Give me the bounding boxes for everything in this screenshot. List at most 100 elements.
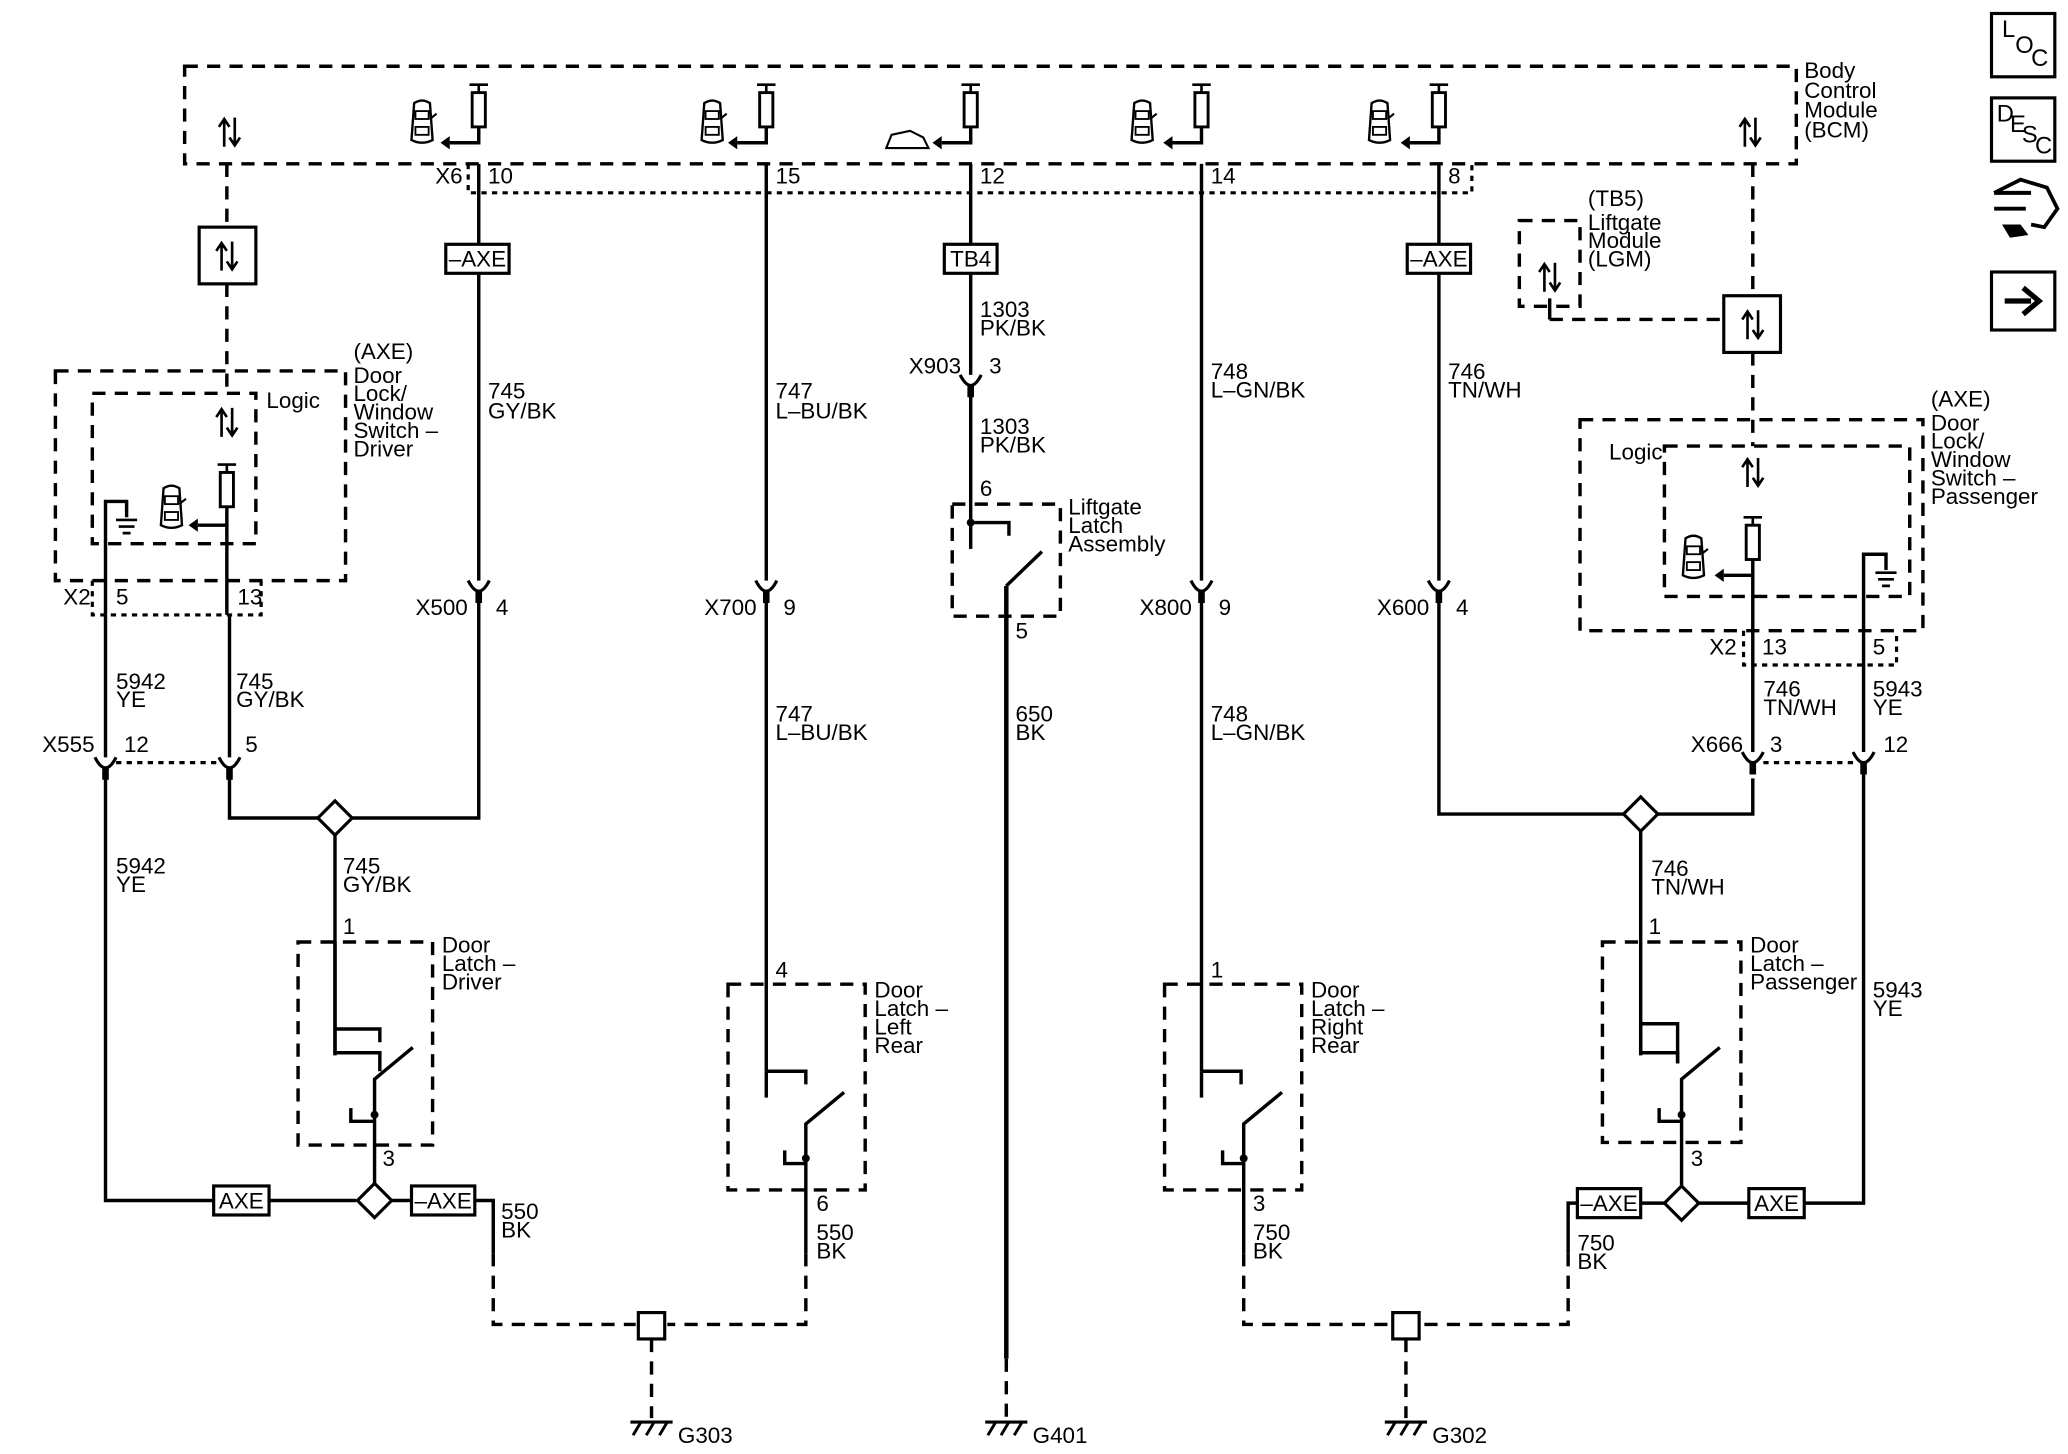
nav-loc-c: C: [2031, 46, 2048, 72]
door-latch-right-rear: 1 Door Latch – Right Rear 3 750 BK: [1162, 958, 1393, 1327]
bcm-data-arrows-left-icon: [217, 116, 242, 149]
wire-748-b-color: L–GN/BK: [1211, 720, 1306, 745]
ground-g302-label: G302: [1432, 1423, 1487, 1448]
door-latch-driver: 1 Door Latch – Driver 3 –AXE 550 BK: [296, 914, 636, 1327]
splice-icon: [1621, 795, 1660, 833]
wire-746-code: 746: [1448, 359, 1485, 384]
passenger-switch-label-2: Lock/: [1931, 429, 1985, 454]
door-latch-passenger-label-3: Passenger: [1750, 969, 1858, 994]
liftgate-latch-assembly: 6 Liftgate Latch Assembly 5 650 BK G401: [950, 476, 1166, 1448]
ground-icon: [983, 1420, 1029, 1437]
driver-switch-label-1: Door: [353, 363, 402, 388]
passenger-switch-pin-13: 13: [1762, 634, 1787, 659]
bcm-label-3: Module: [1804, 98, 1878, 123]
passenger-switch-label-1: Door: [1931, 410, 1980, 435]
passenger-switch: (AXE) Door Lock/ Window Switch – Passeng…: [1578, 387, 2039, 667]
option-tag-minus-axe: [444, 242, 511, 275]
passenger-switch-logic: Logic: [1609, 439, 1663, 464]
driver-switch-logic: Logic: [266, 388, 320, 413]
bcm-output-passenger: [1367, 83, 1450, 150]
x800-pin: 9: [1219, 595, 1231, 620]
logic-arrows-icon: [214, 406, 239, 439]
wire-550-color: BK: [501, 1217, 531, 1242]
data-link-box-right: [1722, 294, 1783, 355]
wire-745-c-color: GY/BK: [343, 872, 412, 897]
tb5-data-arrows-icon: [1537, 261, 1562, 294]
liftgate-module-tb5: (TB5) Liftgate Module (LGM): [1517, 186, 1724, 322]
door-latch-driver-label-3: Driver: [442, 969, 502, 994]
wire-550-b-code: 550: [816, 1220, 853, 1245]
bcm-pin-8: 8: [1448, 164, 1460, 189]
ground-g302: G302: [1383, 1310, 1487, 1448]
fuse-icon: [468, 83, 490, 129]
x500-id: X500: [415, 595, 467, 620]
liftgate-latch-label-2: Latch: [1068, 513, 1123, 538]
wire-550-code: 550: [501, 1199, 538, 1224]
door-latch-left-rear-pin-6: 6: [816, 1191, 828, 1216]
bcm-label-1: Body: [1804, 58, 1856, 83]
splice-icon: [355, 1181, 394, 1220]
nav-desc-button[interactable]: D E S C: [1989, 96, 2057, 163]
driver-switch-option: (AXE): [353, 339, 413, 364]
driver-switch-pin-5: 5: [116, 584, 128, 609]
circuit-745: –AXE 745 GY/BK X500 4 745 GY/BK 5 745 GY…: [217, 163, 557, 1072]
door-latch-driver-label-2: Latch –: [442, 951, 516, 976]
ground-splice-box: [636, 1310, 667, 1341]
circuit-747: 747 L–BU/BK X700 9 747 L–BU/BK: [704, 163, 868, 1072]
wire-550-b-color: BK: [816, 1239, 846, 1264]
wire-5942-code: 5942: [116, 669, 166, 694]
option-tag-text: –AXE: [1410, 247, 1467, 272]
ground-g303-label: G303: [678, 1423, 733, 1448]
tb5-label-3: Module: [1588, 228, 1662, 253]
nav-loc-b: O: [2015, 33, 2033, 59]
bcm-data-arrows-right-icon: [1738, 116, 1763, 149]
nav-next-button[interactable]: [1989, 270, 2057, 332]
wire-1303-code: 1303: [980, 297, 1030, 322]
door-icon: [1367, 99, 1396, 144]
door-latch-left-rear: 4 Door Latch – Left Rear 6 550 BK: [667, 958, 948, 1327]
wire-1303-b-color: PK/BK: [980, 433, 1046, 458]
passenger-switch-pin-5: 5: [1873, 634, 1885, 659]
wire-747-b-color: L–BU/BK: [776, 720, 868, 745]
fuse-icon: [755, 83, 777, 129]
door-latch-driver-pin-3: 3: [382, 1146, 394, 1171]
door-latch-left-rear-label-4: Rear: [874, 1033, 923, 1058]
wire-745-code: 745: [488, 379, 525, 404]
option-tag-minus-axe: [409, 1184, 477, 1217]
x666-pin-3: 3: [1770, 732, 1782, 757]
wire-5942-b-code: 5942: [116, 853, 166, 878]
connector-x700-icon: [754, 579, 779, 605]
wire-747-b-code: 747: [776, 702, 813, 727]
wire-746-b-color: TN/WH: [1763, 695, 1836, 720]
door-latch-passenger-label-2: Latch –: [1750, 951, 1824, 976]
vehicle-wrench-icon[interactable]: [1993, 177, 2060, 238]
wire-748-color: L–GN/BK: [1211, 377, 1306, 402]
door-latch-passenger-pin-1: 1: [1649, 914, 1661, 939]
bcm-pin-10: 10: [488, 164, 513, 189]
bcm-output-driver: [410, 83, 490, 150]
door-latch-left-rear-pin-4: 4: [776, 958, 788, 983]
door-latch-right-rear-pin-1: 1: [1211, 958, 1223, 983]
wire-746-color: TN/WH: [1448, 377, 1521, 402]
wire-750-code: 750: [1253, 1220, 1290, 1245]
wire-1303-b-code: 1303: [980, 414, 1030, 439]
wire-750-color: BK: [1253, 1239, 1283, 1264]
wire-748-b-code: 748: [1211, 702, 1248, 727]
data-link-box-left: [197, 225, 258, 286]
tb5-label-1: (TB5): [1588, 186, 1644, 211]
nav-loc-button[interactable]: L O C: [1989, 11, 2057, 79]
connector-x500-icon: [466, 579, 491, 605]
x666-pin-12: 12: [1883, 732, 1908, 757]
driver-switch-label-3: Window: [353, 400, 434, 425]
tb5-label-4: (LGM): [1588, 247, 1651, 272]
bcm-label-2: Control: [1804, 78, 1876, 103]
nav-desc-b: E: [2010, 112, 2026, 138]
passenger-switch-label-5: Passenger: [1931, 484, 2039, 509]
x600-pin: 4: [1456, 595, 1468, 620]
connector-x555-b-icon: [217, 755, 242, 782]
option-tag-text: AXE: [219, 1188, 264, 1213]
tb5-label-2: Liftgate: [1588, 210, 1662, 235]
bcm-output-left-rear: [700, 83, 777, 150]
option-tag-text: AXE: [1754, 1191, 1799, 1216]
